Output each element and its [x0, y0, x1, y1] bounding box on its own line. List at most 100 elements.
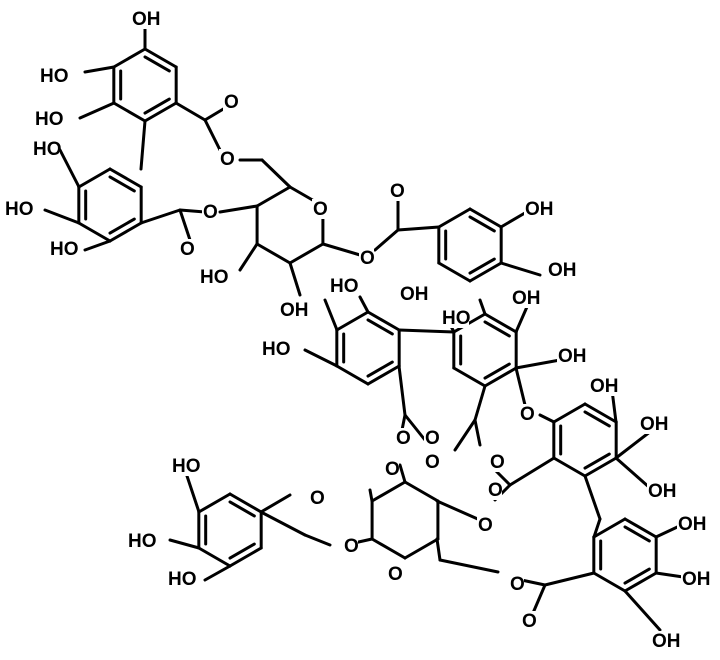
label-background [647, 481, 675, 501]
hydroxyl-group-label: OH [640, 414, 669, 435]
ring-a-bond [112, 47, 147, 69]
bond [358, 295, 370, 314]
label-background [557, 346, 585, 366]
label-background [179, 239, 194, 259]
oxygen-atom-label: O [385, 459, 400, 480]
bond [203, 564, 232, 582]
bond [288, 261, 302, 297]
hydroxyl-group-label: OH [280, 300, 309, 321]
label-background [424, 428, 439, 448]
label-background [639, 414, 667, 434]
bond [473, 384, 487, 422]
bond [259, 493, 292, 514]
oxygen-atom-label: O [220, 149, 235, 170]
oxygen-atom-label: O [180, 239, 195, 260]
hydroxyl-group-label: OH [682, 569, 711, 590]
ring-h-bond [592, 571, 627, 593]
oxygen-atom-label: O [478, 515, 493, 536]
oxygen-atom-label: O [425, 452, 440, 473]
bond [499, 261, 542, 277]
ring-b-bond [77, 167, 112, 189]
hydroxyl-group-label: HO [168, 569, 197, 590]
label-background [521, 611, 536, 631]
ring-b-double-bond [108, 175, 136, 193]
oxygen-atom-label: O [360, 248, 375, 269]
bond [493, 468, 512, 487]
bond [139, 119, 147, 171]
ring-g-bond [583, 402, 618, 424]
bond [78, 101, 116, 120]
bond [203, 118, 222, 152]
bond [478, 298, 487, 316]
sugar-ring-top-bond [255, 242, 292, 265]
oxygen-atom-label: O [488, 480, 503, 501]
bond [473, 418, 482, 447]
hydroxyl-group-label: OH [558, 346, 587, 367]
bond [538, 413, 556, 424]
hydroxyl-group-label: HO [50, 239, 79, 260]
ring-galloyl-left-double-bond [228, 500, 256, 518]
label-background [477, 515, 492, 535]
ring-a-bond [143, 47, 178, 69]
label-background [127, 531, 155, 551]
ring-b-bond [77, 221, 112, 243]
sugar-ring-top-bond [288, 242, 325, 265]
ring-biphenyl-right-bond [452, 366, 487, 388]
bond [183, 468, 201, 514]
label-background [199, 267, 227, 287]
hydroxyl-group-label: OH [132, 9, 161, 30]
hydroxyl-group-label: HO [442, 308, 471, 329]
ring-galloyl-left-bond [228, 546, 263, 568]
bond [368, 488, 374, 503]
oxygen-atom-label: O [390, 181, 405, 202]
ring-galloyl-right-bond [468, 207, 503, 229]
bond [592, 517, 602, 539]
oxygen-atom-label: O [490, 452, 505, 473]
hydroxyl-group-label: HO [172, 456, 201, 477]
label-background [399, 284, 427, 304]
bond [178, 208, 192, 242]
bond [453, 418, 477, 452]
ring-a-bond [112, 101, 147, 123]
label-background [49, 239, 77, 259]
bond [398, 463, 407, 484]
hydroxyl-group-label: OH [525, 199, 554, 220]
label-background [343, 536, 358, 556]
hydroxyl-group-label: HO [200, 267, 229, 288]
label-background [167, 569, 195, 589]
ring-g-bond [583, 456, 618, 478]
ring-g-double-bond [583, 410, 611, 428]
label-background [519, 404, 534, 424]
ring-galloyl-left-bond [197, 546, 232, 568]
bond [373, 228, 400, 252]
oxygen-atom-label: O [224, 92, 239, 113]
ring-h-bond [623, 571, 658, 593]
ring-h-bond [623, 517, 658, 539]
hydroxyl-group-label: OH [400, 284, 429, 305]
label-background [279, 300, 307, 320]
bond [168, 538, 201, 550]
label-background [219, 149, 234, 169]
oxygen-atom-label: O [313, 199, 328, 220]
hydroxyl-group-label: HO [33, 139, 62, 160]
sugar-ring-bottom-bond [403, 480, 440, 503]
sugar-ring-bottom-bond [370, 480, 407, 503]
bond [321, 242, 362, 257]
label-background [547, 260, 575, 280]
ring-a-double-bond [143, 97, 171, 115]
label-background [489, 452, 504, 472]
label-background [387, 564, 402, 584]
ring-biphenyl-right-bond [483, 312, 518, 334]
oxygen-atom-label: O [396, 428, 411, 449]
label-background [312, 199, 327, 219]
ring-a-double-bond [143, 55, 171, 73]
ring-galloyl-left-bond [197, 492, 232, 514]
bond [323, 298, 339, 332]
bond [174, 101, 207, 122]
ring-h-bond [592, 517, 627, 539]
hydroxyl-group-label: OH [648, 481, 677, 502]
ring-galloyl-right-bond [437, 261, 472, 283]
